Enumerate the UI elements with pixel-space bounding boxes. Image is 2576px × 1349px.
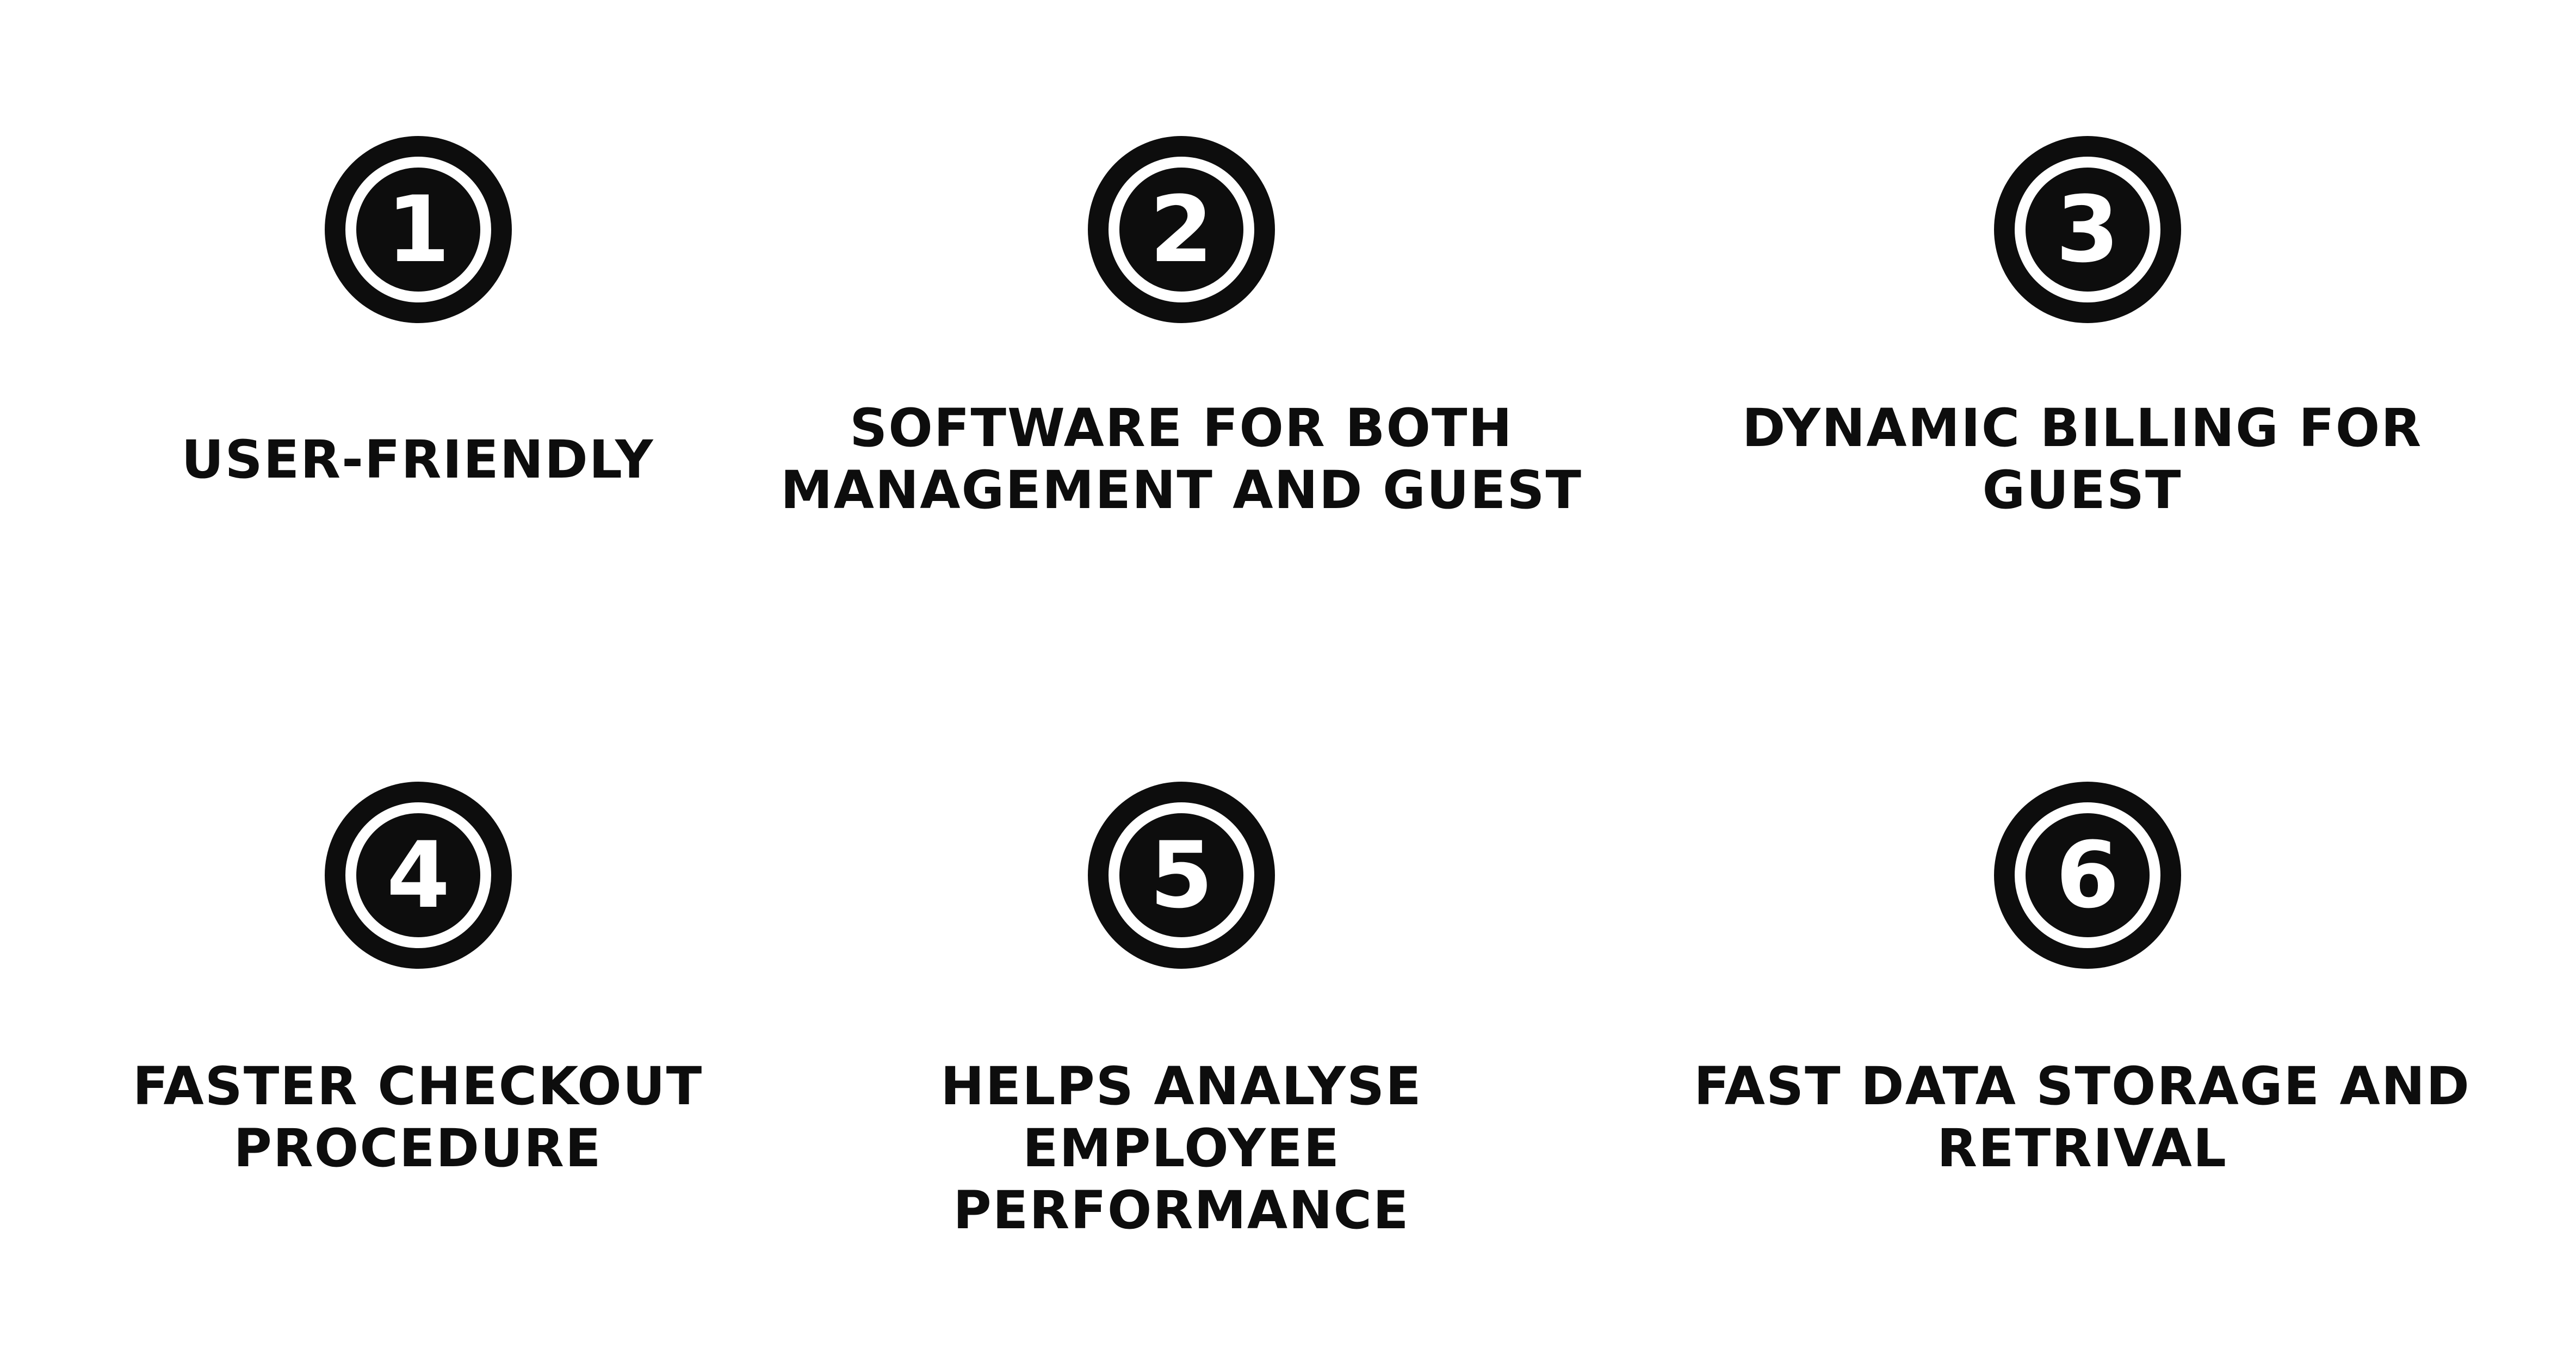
feature-label: SOFTWARE FOR BOTH MANAGEMENT AND GUEST: [781, 398, 1582, 521]
number-badge-icon: 1: [325, 136, 512, 323]
feature-label: FAST DATA STORAGE AND RETRIVAL: [1694, 1056, 2470, 1179]
feature-label: DYNAMIC BILLING FOR GUEST: [1742, 398, 2423, 521]
badge-number: 2: [1149, 176, 1213, 283]
feature-label: FASTER CHECKOUT PROCEDURE: [132, 1056, 703, 1179]
feature-label: HELPS ANALYSE EMPLOYEE PERFORMANCE: [940, 1056, 1422, 1241]
badge-number: 1: [386, 176, 450, 283]
badge-number: 4: [386, 822, 450, 929]
number-badge-icon: 5: [1088, 782, 1275, 969]
badge-number: 5: [1149, 822, 1213, 929]
badge-number: 6: [2055, 822, 2120, 929]
number-badge-icon: 4: [325, 782, 512, 969]
badge-number: 3: [2055, 176, 2120, 283]
feature-label: USER-FRIENDLY: [181, 429, 654, 490]
number-badge-icon: 3: [1994, 136, 2181, 323]
number-badge-icon: 6: [1994, 782, 2181, 969]
number-badge-icon: 2: [1088, 136, 1275, 323]
